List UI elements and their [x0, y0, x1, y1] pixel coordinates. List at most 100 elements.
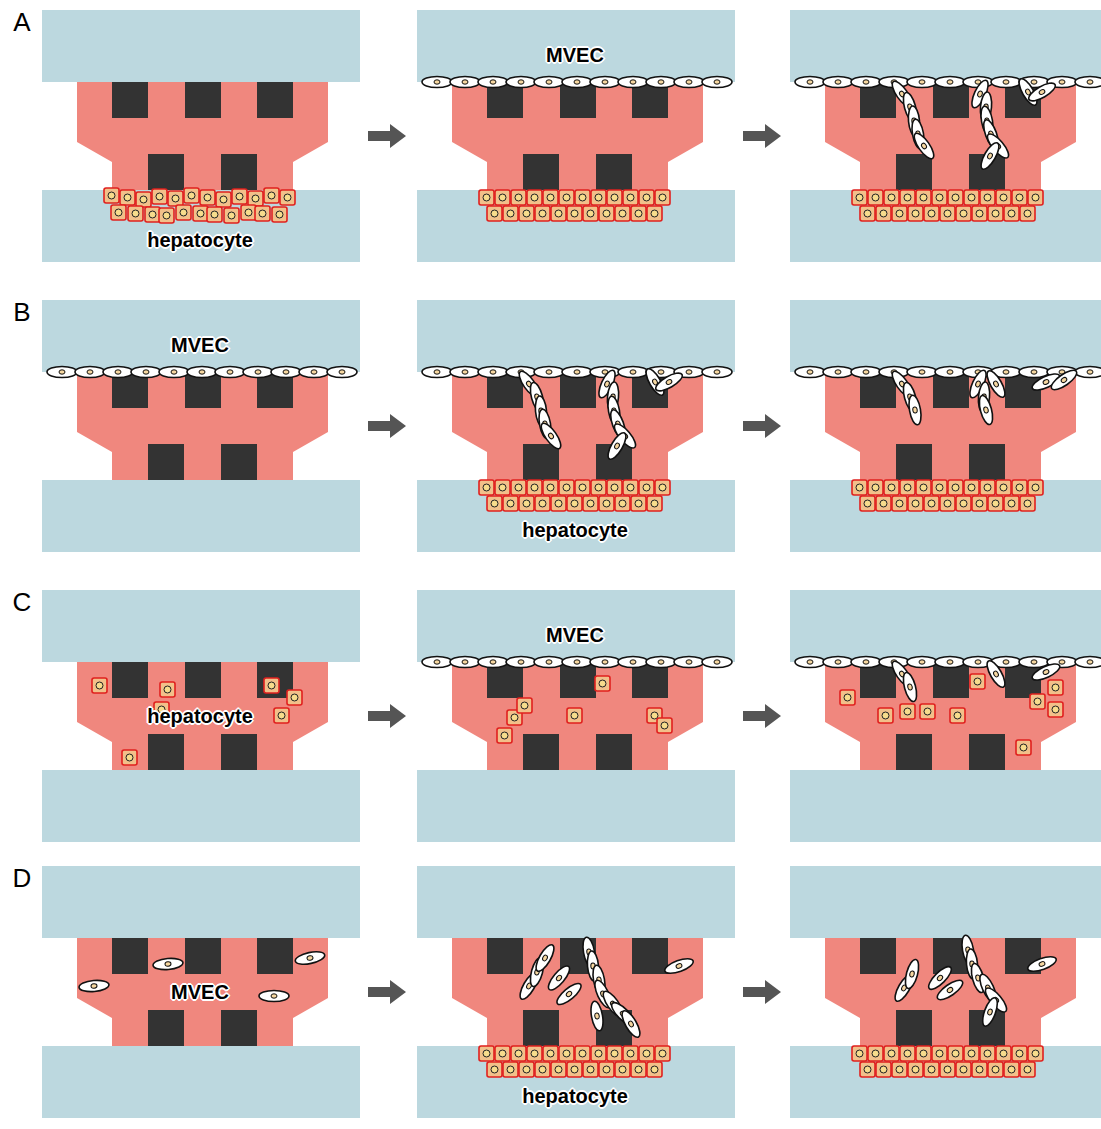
- endothelial-cell: [589, 1000, 605, 1031]
- hepatocyte-cell: [479, 1046, 494, 1061]
- cell-body: [795, 657, 825, 668]
- endothelial-cell: [187, 367, 217, 378]
- cell-body: [956, 496, 971, 511]
- hepatocyte-cell: [607, 480, 622, 495]
- cell-body: [964, 480, 979, 495]
- nucleus: [434, 370, 440, 374]
- label-position: hepatocyte: [522, 1085, 628, 1108]
- nucleus: [909, 971, 915, 978]
- endothelial-cell: [450, 657, 480, 668]
- endothelial-cell: [978, 140, 1003, 171]
- label-position: C: [13, 587, 32, 618]
- nucleus: [499, 194, 506, 201]
- nucleus: [1024, 1066, 1031, 1073]
- nucleus: [880, 1066, 887, 1073]
- hepatocyte-cell: [647, 1062, 662, 1077]
- cell-body: [1028, 480, 1043, 495]
- nucleus: [311, 370, 317, 374]
- cell-body: [978, 140, 1003, 171]
- nucleus: [1024, 500, 1031, 507]
- post: [185, 662, 221, 698]
- cell-body: [1026, 80, 1057, 105]
- bottom-channel: [417, 770, 735, 842]
- cell-body: [1004, 206, 1019, 221]
- endothelial-cell: [1075, 657, 1101, 668]
- nucleus: [714, 80, 720, 84]
- cell-body: [823, 77, 853, 88]
- label-position: MVEC: [546, 624, 604, 647]
- top-channel: [42, 590, 360, 662]
- nucleus: [1003, 370, 1009, 374]
- hepatocyte-cell: [623, 190, 638, 205]
- endothelial-cell: [935, 367, 965, 378]
- cell-body: [591, 1046, 606, 1061]
- nucleus: [462, 80, 468, 84]
- nucleus: [658, 80, 664, 84]
- nucleus: [659, 194, 666, 201]
- gel-chamber: [452, 82, 703, 190]
- post: [221, 1010, 257, 1046]
- gel-chamber: [452, 938, 703, 1046]
- cell-body: [795, 77, 825, 88]
- cell-body: [495, 480, 510, 495]
- step-arrow: [368, 414, 406, 438]
- endothelial-cell: [75, 367, 105, 378]
- hepatocyte-cell: [908, 496, 923, 511]
- hepatocyte-cell: [287, 690, 302, 705]
- label-position: D: [13, 863, 32, 894]
- nucleus: [339, 370, 345, 374]
- nucleus: [283, 370, 289, 374]
- nucleus: [1038, 961, 1045, 967]
- nucleus: [547, 1050, 554, 1057]
- nucleus: [896, 210, 903, 217]
- nucleus: [904, 194, 911, 201]
- cell-body: [559, 480, 574, 495]
- post: [896, 734, 932, 770]
- hepatocyte-cell: [511, 1046, 526, 1061]
- cell-body: [868, 190, 883, 205]
- cell-body: [495, 1046, 510, 1061]
- hepatocyte-cell: [274, 708, 289, 723]
- hepatocyte-cell: [272, 207, 287, 222]
- nucleus: [599, 680, 606, 687]
- label-position: B: [13, 297, 30, 328]
- cell-body: [607, 190, 622, 205]
- nucleus: [835, 660, 841, 664]
- nucleus: [630, 660, 636, 664]
- cell-body: [646, 657, 676, 668]
- endothelial-cell: [478, 77, 508, 88]
- nucleus: [992, 500, 999, 507]
- hepatocyte-cell: [948, 480, 963, 495]
- nucleus: [1000, 1050, 1007, 1057]
- nucleus: [547, 194, 554, 201]
- nucleus: [291, 694, 298, 701]
- cell-body: [255, 206, 270, 221]
- hepatocyte-cell: [599, 496, 614, 511]
- cell-body: [575, 480, 590, 495]
- nucleus: [555, 1066, 562, 1073]
- cell-body: [487, 206, 502, 221]
- endothelial-cell: [991, 77, 1021, 88]
- nucleus: [518, 80, 524, 84]
- cell-body: [1004, 496, 1019, 511]
- nucleus: [115, 209, 122, 216]
- cell-body: [543, 480, 558, 495]
- endothelial-cell: [534, 367, 564, 378]
- cell-body: [559, 1046, 574, 1061]
- hepatocyte-cell: [908, 206, 923, 221]
- hepatocyte-cell: [207, 207, 222, 222]
- cell-body: [103, 367, 133, 378]
- post: [596, 154, 632, 190]
- hepatocyte-cell: [559, 1046, 574, 1061]
- endothelial-cell: [562, 657, 592, 668]
- nucleus: [164, 686, 171, 693]
- cell-body: [534, 77, 564, 88]
- nucleus: [59, 370, 65, 374]
- nucleus: [587, 1066, 594, 1073]
- hepatocyte-cell: [1012, 1046, 1027, 1061]
- cell-body: [506, 657, 536, 668]
- cell-body: [478, 367, 508, 378]
- cell-body: [631, 1062, 646, 1077]
- nucleus: [563, 194, 570, 201]
